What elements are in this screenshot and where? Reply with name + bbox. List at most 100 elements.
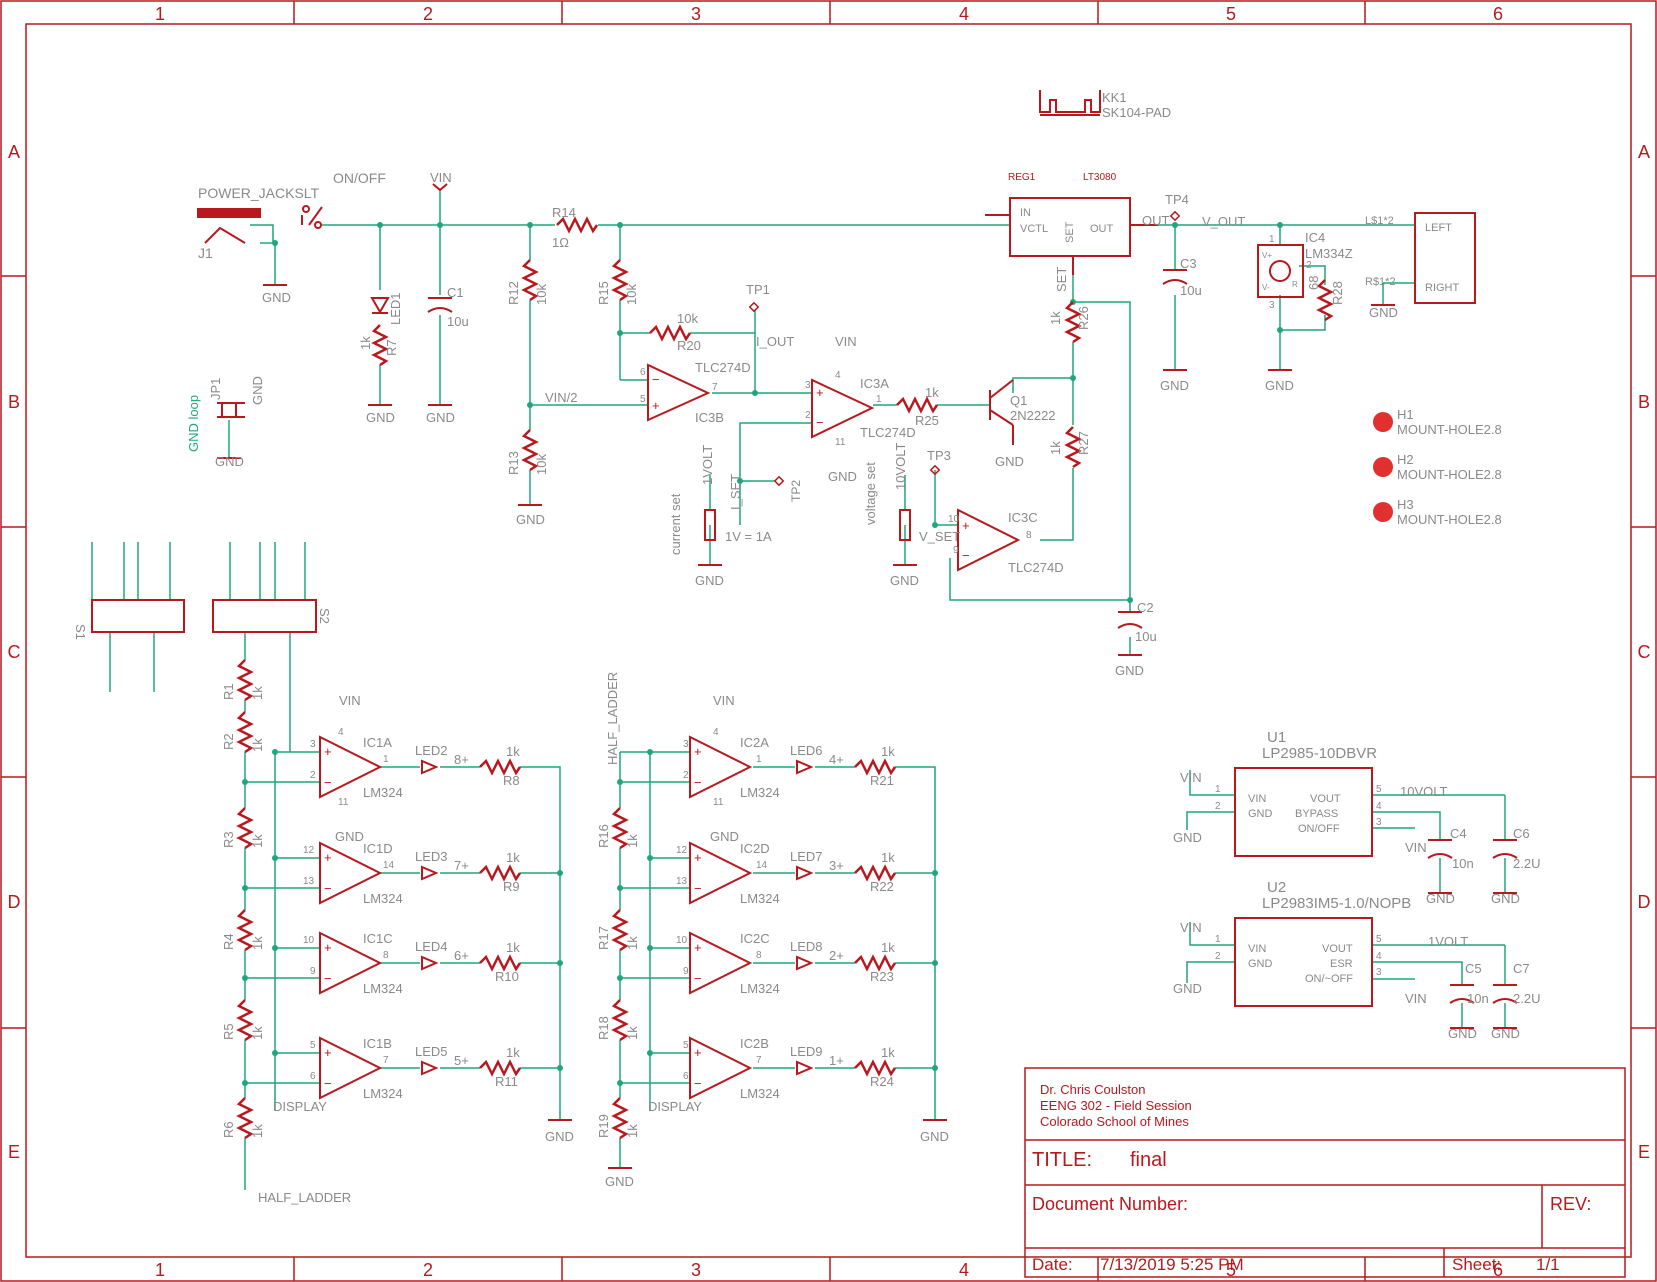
label: voltage set	[863, 462, 878, 525]
label: TP4	[1165, 192, 1189, 207]
label: LM324	[740, 981, 780, 996]
plus-sign: +	[962, 518, 970, 533]
label: GND	[366, 410, 395, 425]
pin-number: 5	[683, 1040, 689, 1051]
col-label: 2	[423, 1260, 433, 1280]
label: TLC274D	[860, 425, 916, 440]
pin-number: 10	[948, 514, 960, 525]
minus-sign: −	[694, 1076, 702, 1091]
pin-number: 1	[383, 754, 389, 765]
opamp-signs: + − + − + − + − + − + − + − + − + − + − …	[324, 372, 970, 1091]
row-label: C	[8, 642, 21, 662]
label: OUT	[1090, 223, 1114, 235]
plus-sign: +	[652, 398, 660, 413]
label: R10	[495, 969, 519, 984]
pin-number: 11	[713, 797, 724, 808]
label: 1k	[250, 738, 265, 752]
label: REG1	[1008, 172, 1036, 183]
label: IC2A	[740, 735, 769, 750]
label: 1k	[250, 936, 265, 950]
label: GND	[1173, 981, 1202, 996]
label: 10u	[1180, 283, 1202, 298]
minus-sign: −	[324, 971, 332, 986]
label: GND	[215, 454, 244, 469]
test-point-icon	[929, 464, 941, 476]
title-block	[1024, 1067, 1626, 1278]
col-label: 4	[959, 4, 969, 24]
col-label: 3	[691, 1260, 701, 1280]
row-label: E	[8, 1142, 20, 1162]
label: C4	[1450, 826, 1467, 841]
plus-sign: +	[324, 744, 332, 759]
label: LED5	[415, 1044, 448, 1059]
label: 10VOLT	[893, 442, 908, 490]
label: VIN	[1180, 770, 1202, 785]
col-label: 5	[1226, 4, 1236, 24]
label: MOUNT-HOLE2.8	[1397, 512, 1502, 527]
label: 1k	[358, 336, 373, 350]
label: 1k	[250, 1026, 265, 1040]
pin-number: 1	[1269, 234, 1275, 245]
label: R4	[221, 933, 236, 950]
label: 1+	[829, 1053, 844, 1068]
label: 2+	[829, 948, 844, 963]
pin-number: 5	[640, 394, 646, 405]
label: 10u	[1135, 629, 1157, 644]
label: LM324	[740, 891, 780, 906]
label: 4+	[829, 752, 844, 767]
label: VOUT	[1322, 943, 1353, 955]
label: 1VOLT	[700, 445, 715, 485]
pin-number: 1	[1215, 784, 1221, 795]
label: MOUNT-HOLE2.8	[1397, 467, 1502, 482]
label: VIN/2	[545, 390, 578, 405]
label: GND	[1160, 378, 1189, 393]
plus-sign: +	[694, 1045, 702, 1060]
label: GND	[1426, 891, 1455, 906]
label: 1k	[250, 686, 265, 700]
label: H1	[1397, 407, 1414, 422]
pin-number: 5	[1376, 784, 1382, 795]
label: LM324	[363, 891, 403, 906]
label: IC4	[1305, 230, 1325, 245]
pin-number: 4	[1376, 801, 1382, 812]
label: R14	[552, 205, 576, 220]
label: LED9	[790, 1044, 823, 1059]
label: 1k	[625, 1026, 640, 1040]
pin-number: 10	[676, 935, 688, 946]
pin-number: 8	[756, 950, 762, 961]
label: J1	[198, 245, 213, 261]
pin-number: 1	[756, 754, 762, 765]
label: H2	[1397, 452, 1414, 467]
pin-number: 7	[756, 1055, 762, 1066]
pin-number: 14	[756, 860, 768, 871]
part-labels: POWER_JACKSLT ON/OFF J1 VIN GND R14 1Ω C…	[198, 90, 1540, 1205]
label: C5	[1465, 961, 1482, 976]
label: ON/~OFF	[1305, 973, 1353, 985]
label: 1k	[506, 1045, 520, 1060]
label: DISPLAY	[648, 1099, 702, 1114]
label: 5+	[454, 1053, 469, 1068]
pin-number: 10	[303, 935, 315, 946]
label: LED3	[415, 849, 448, 864]
label: R25	[915, 413, 939, 428]
author: Dr. Chris Coulston	[1040, 1082, 1145, 1097]
label: MOUNT-HOLE2.8	[1397, 422, 1502, 437]
pin-number: 2	[1215, 951, 1221, 962]
pin-numbers: 6 5 7 3 2 1 4 11 10 9 8 3 2 1 4 11 12 13…	[303, 234, 1382, 1082]
pin-number: 3	[310, 739, 316, 750]
label: LEFT	[1425, 222, 1452, 234]
label: 1k	[506, 940, 520, 955]
pin-number: 11	[835, 437, 846, 448]
label: TLC274D	[1008, 560, 1064, 575]
label: R$1*2	[1365, 276, 1396, 288]
label: HALF_LADDER	[258, 1190, 351, 1205]
plus-sign: +	[694, 744, 702, 759]
label: GND	[335, 829, 364, 844]
label: I_OUT	[756, 334, 794, 349]
plus-sign: +	[694, 850, 702, 865]
label: DISPLAY	[273, 1099, 327, 1114]
label: SET	[1054, 267, 1069, 292]
label: 2.2U	[1513, 856, 1540, 871]
label: GND	[710, 829, 739, 844]
label: GND	[1248, 808, 1273, 820]
